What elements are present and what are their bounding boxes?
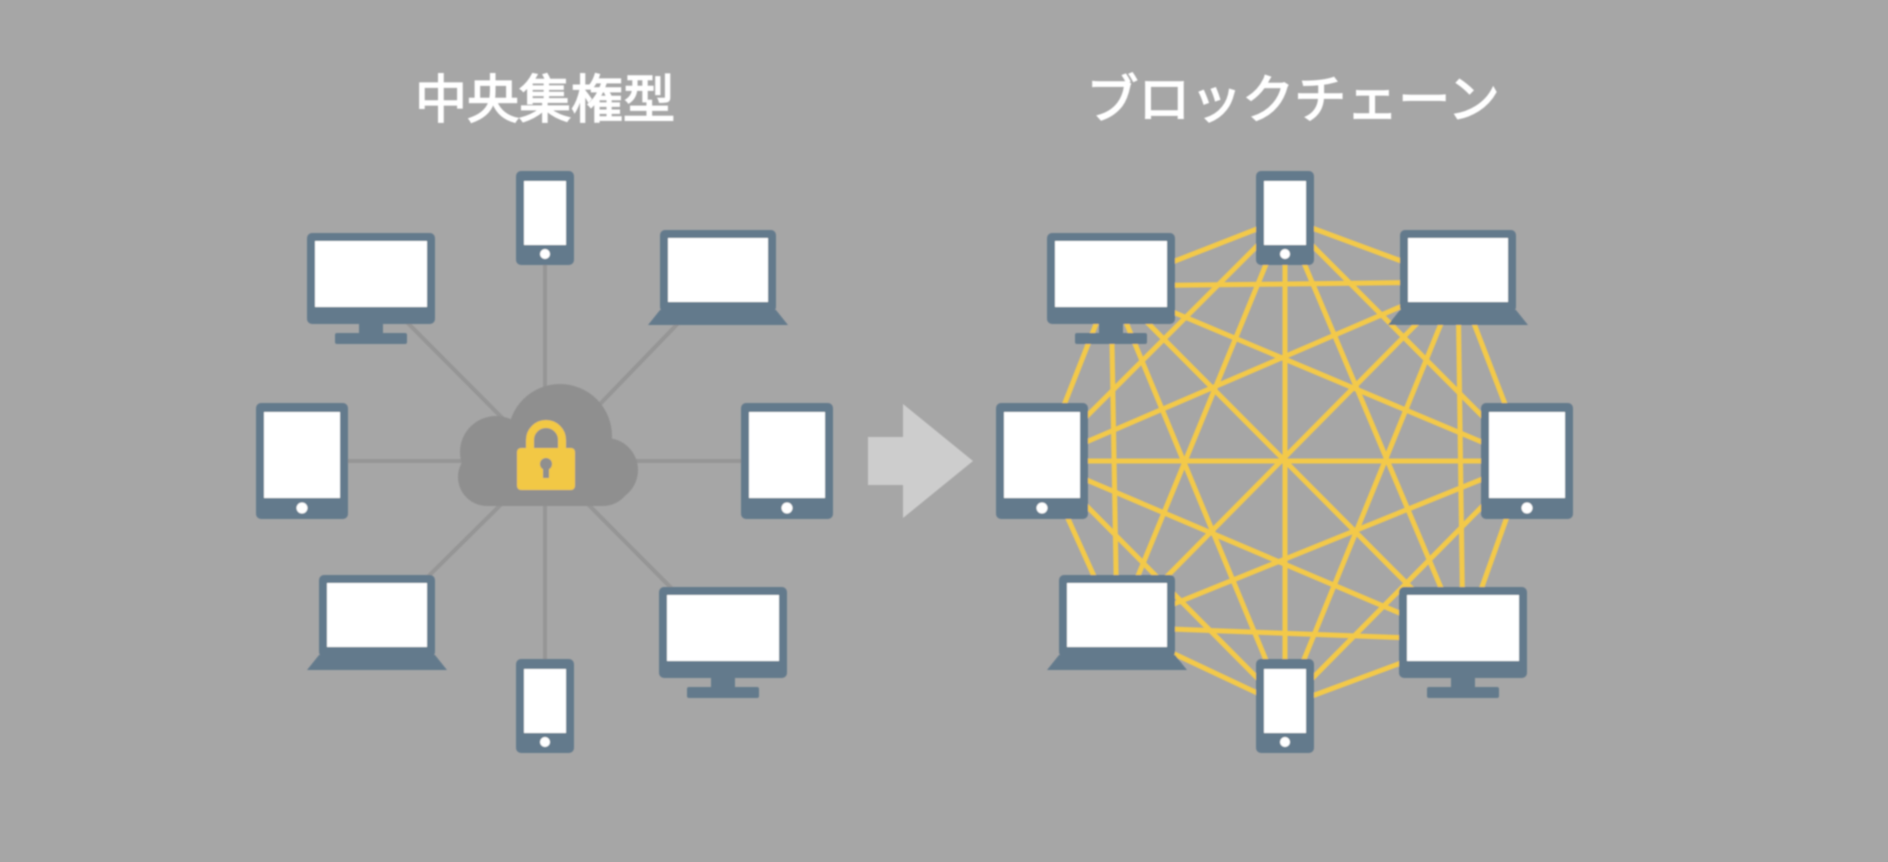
phone-icon <box>516 171 574 265</box>
phone-icon <box>516 659 574 753</box>
monitor-icon <box>307 233 435 344</box>
mesh-line <box>1282 217 1466 641</box>
mesh-line <box>1116 458 1528 630</box>
laptop-icon <box>1388 230 1528 325</box>
centralized-devices <box>256 171 833 753</box>
mesh-line <box>1109 284 1465 642</box>
arrow-right-icon <box>868 404 973 518</box>
mesh-line <box>1115 280 1460 629</box>
lock-icon <box>517 420 575 490</box>
tablet-icon <box>256 403 348 519</box>
blockchain-mesh-lines <box>1039 215 1530 709</box>
blockchain-devices <box>996 171 1573 753</box>
centralized-title: 中央集権型 <box>415 71 675 131</box>
mesh-line <box>1108 285 1288 707</box>
laptop-icon <box>307 575 447 670</box>
mesh-line <box>1110 283 1528 464</box>
tablet-icon <box>741 403 833 519</box>
phone-icon <box>1256 171 1314 265</box>
laptop-icon <box>648 230 788 325</box>
blockchain-title: ブロックチェーン <box>1086 71 1499 131</box>
monitor-icon <box>1047 233 1175 344</box>
phone-icon <box>1256 659 1314 753</box>
tablet-icon <box>996 403 1088 519</box>
monitor-icon <box>1399 587 1527 698</box>
laptop-icon <box>1047 575 1187 670</box>
monitor-icon <box>659 587 787 698</box>
tablet-icon <box>1481 403 1573 519</box>
cloud-lock-icon <box>458 384 638 506</box>
